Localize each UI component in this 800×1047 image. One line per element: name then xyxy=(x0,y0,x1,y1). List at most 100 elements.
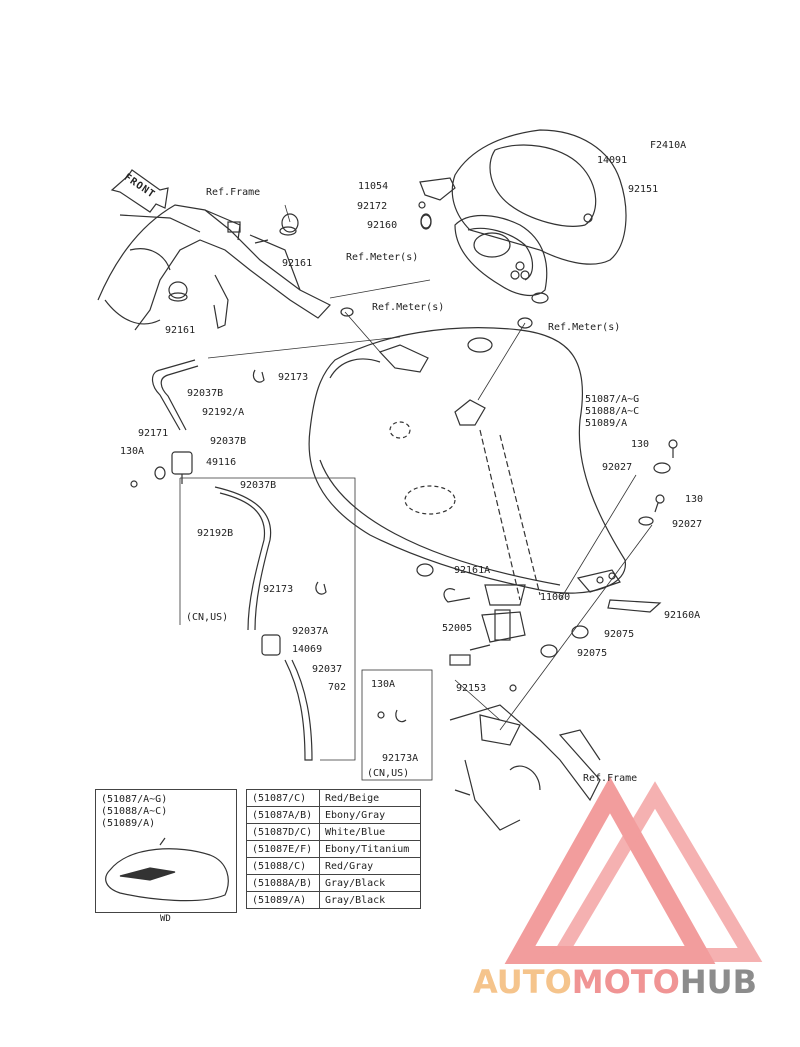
breather-hose-92192A xyxy=(151,359,199,431)
callout-92151: 92151 xyxy=(628,184,659,195)
damper-92075-b xyxy=(540,644,558,658)
canister-49116 xyxy=(171,451,193,484)
fuel-tank-51087 xyxy=(308,327,626,601)
bracket-11054 xyxy=(418,177,456,209)
callout-92172: 92172 xyxy=(357,201,388,212)
frame-lower-illustration xyxy=(449,704,601,831)
callout-92037B-b: 92037B xyxy=(210,436,247,447)
cn-us-outline-1 xyxy=(179,477,356,761)
table-row: (51088A/B)Gray/Black xyxy=(246,874,421,892)
callout-92037B-a: 92037B xyxy=(187,388,224,399)
wd-line: (51089/A) xyxy=(101,818,156,829)
speedometer-assembly xyxy=(420,213,549,304)
frame-upper-illustration xyxy=(97,204,331,331)
wd-line: (51088/A~C) xyxy=(101,806,168,817)
screw-130A xyxy=(130,480,138,488)
callout-702: 702 xyxy=(328,682,347,693)
bolt-130-b xyxy=(654,494,665,513)
callout-92027-b: 92027 xyxy=(672,519,703,530)
clip-92173A xyxy=(377,709,407,723)
callout-ref-meter-2: Ref.Meter(s) xyxy=(372,302,445,313)
callout-92171: 92171 xyxy=(138,428,169,439)
clamp-92171 xyxy=(154,466,166,480)
grommet-92160 xyxy=(420,214,432,230)
automotohub-watermark: AUTOMOTOHUB xyxy=(473,963,757,1001)
callout-130-a: 130 xyxy=(631,439,650,450)
grommet-92161-bottom xyxy=(168,281,188,302)
callout-11054: 11054 xyxy=(358,181,389,192)
watermark-hub: HUB xyxy=(679,963,758,1001)
callout-11060: 11060 xyxy=(540,592,571,603)
color-code-cell: (51087/C) xyxy=(246,789,320,807)
watermark-auto: AUTO xyxy=(473,963,572,1001)
callout-92037B-c: 92037B xyxy=(240,480,277,491)
callout-92160: 92160 xyxy=(367,220,398,231)
table-row: (51087/C)Red/Beige xyxy=(246,789,421,807)
callout-92160A: 92160A xyxy=(664,610,701,621)
callout-92153: 92153 xyxy=(456,683,487,694)
watermark-moto: MOTO xyxy=(571,963,680,1001)
table-row: (51087A/B)Ebony/Gray xyxy=(246,806,421,824)
color-code-cell: (51089/A) xyxy=(246,891,320,909)
color-name-cell: Gray/Black xyxy=(319,891,421,909)
callout-tank-1: 51087/A~G xyxy=(585,394,640,405)
callout-92173-b: 92173 xyxy=(263,584,294,595)
color-table: (51087/C)Red/Beige (51087A/B)Ebony/Gray … xyxy=(246,789,421,909)
color-code-cell: (51088A/B) xyxy=(246,874,320,892)
color-name-cell: White/Blue xyxy=(319,823,421,841)
color-code-cell: (51088/C) xyxy=(246,857,320,875)
callout-14091: 14091 xyxy=(597,155,628,166)
damper-92027-a xyxy=(653,462,671,474)
callout-tank-3: 51089/A xyxy=(585,418,628,429)
callout-92161A: 92161A xyxy=(454,565,491,576)
callout-130-b: 130 xyxy=(685,494,704,505)
color-code-cell: (51087E/F) xyxy=(246,840,320,858)
color-name-cell: Red/Gray xyxy=(319,857,421,875)
pad-92160A xyxy=(607,599,662,613)
callout-ref-frame-top: Ref.Frame xyxy=(206,187,261,198)
table-row: (51087D/C)White/Blue xyxy=(246,823,421,841)
callout-49116: 49116 xyxy=(206,457,237,468)
table-row: (51087E/F)Ebony/Titanium xyxy=(246,840,421,858)
callout-ref-meter-1: Ref.Meter(s) xyxy=(346,252,419,263)
callout-130A-b: 130A xyxy=(371,679,396,690)
damper-92075-a xyxy=(571,625,589,639)
callout-tank-2: 51088/A~C xyxy=(585,406,640,417)
callout-92173-a: 92173 xyxy=(278,372,309,383)
callout-cn-us-1: (CN,US) xyxy=(186,612,229,623)
callout-92192B: 92192B xyxy=(197,528,234,539)
callout-92075-a: 92075 xyxy=(604,629,635,640)
front-arrow-icon xyxy=(110,169,169,213)
diagram-code: F2410A xyxy=(650,140,687,151)
grommet-92161A xyxy=(416,563,434,577)
tank-wd-illustration xyxy=(105,837,229,902)
evap-hose-92192B xyxy=(214,486,313,761)
color-name-cell: Ebony/Gray xyxy=(319,806,421,824)
callout-92027-a: 92027 xyxy=(602,462,633,473)
clip-92173-a xyxy=(252,369,265,383)
color-code-cell: (51087D/C) xyxy=(246,823,320,841)
callout-14069: 14069 xyxy=(292,644,323,655)
callout-92192A: 92192/A xyxy=(202,407,245,418)
callout-52005: 52005 xyxy=(442,623,473,634)
callout-cn-us-2: (CN,US) xyxy=(367,768,410,779)
grommet-ref-meter xyxy=(340,307,533,329)
wd-reference-box: (51087/A~G) (51088/A~C) (51089/A) xyxy=(95,789,237,913)
color-name-cell: Gray/Black xyxy=(319,874,421,892)
callout-92161-a: 92161 xyxy=(282,258,313,269)
automotohub-logo xyxy=(504,776,763,964)
color-code-cell: (51087A/B) xyxy=(246,806,320,824)
callout-92161-b: 92161 xyxy=(165,325,196,336)
cn-us-outline-2 xyxy=(361,669,433,781)
callout-92173A: 92173A xyxy=(382,753,419,764)
callout-92075-b: 92075 xyxy=(577,648,608,659)
wd-reference-lines: (51087/A~G) (51088/A~C) (51089/A) xyxy=(101,794,167,830)
wd-line: (51087/A~G) xyxy=(101,794,168,805)
table-row: (51089/A)Gray/Black xyxy=(246,891,421,909)
fuel-pump-52005 xyxy=(443,584,526,692)
table-row: (51088/C)Red/Gray xyxy=(246,857,421,875)
damper-92027-b xyxy=(638,516,654,526)
color-name-cell: Ebony/Titanium xyxy=(319,840,421,858)
